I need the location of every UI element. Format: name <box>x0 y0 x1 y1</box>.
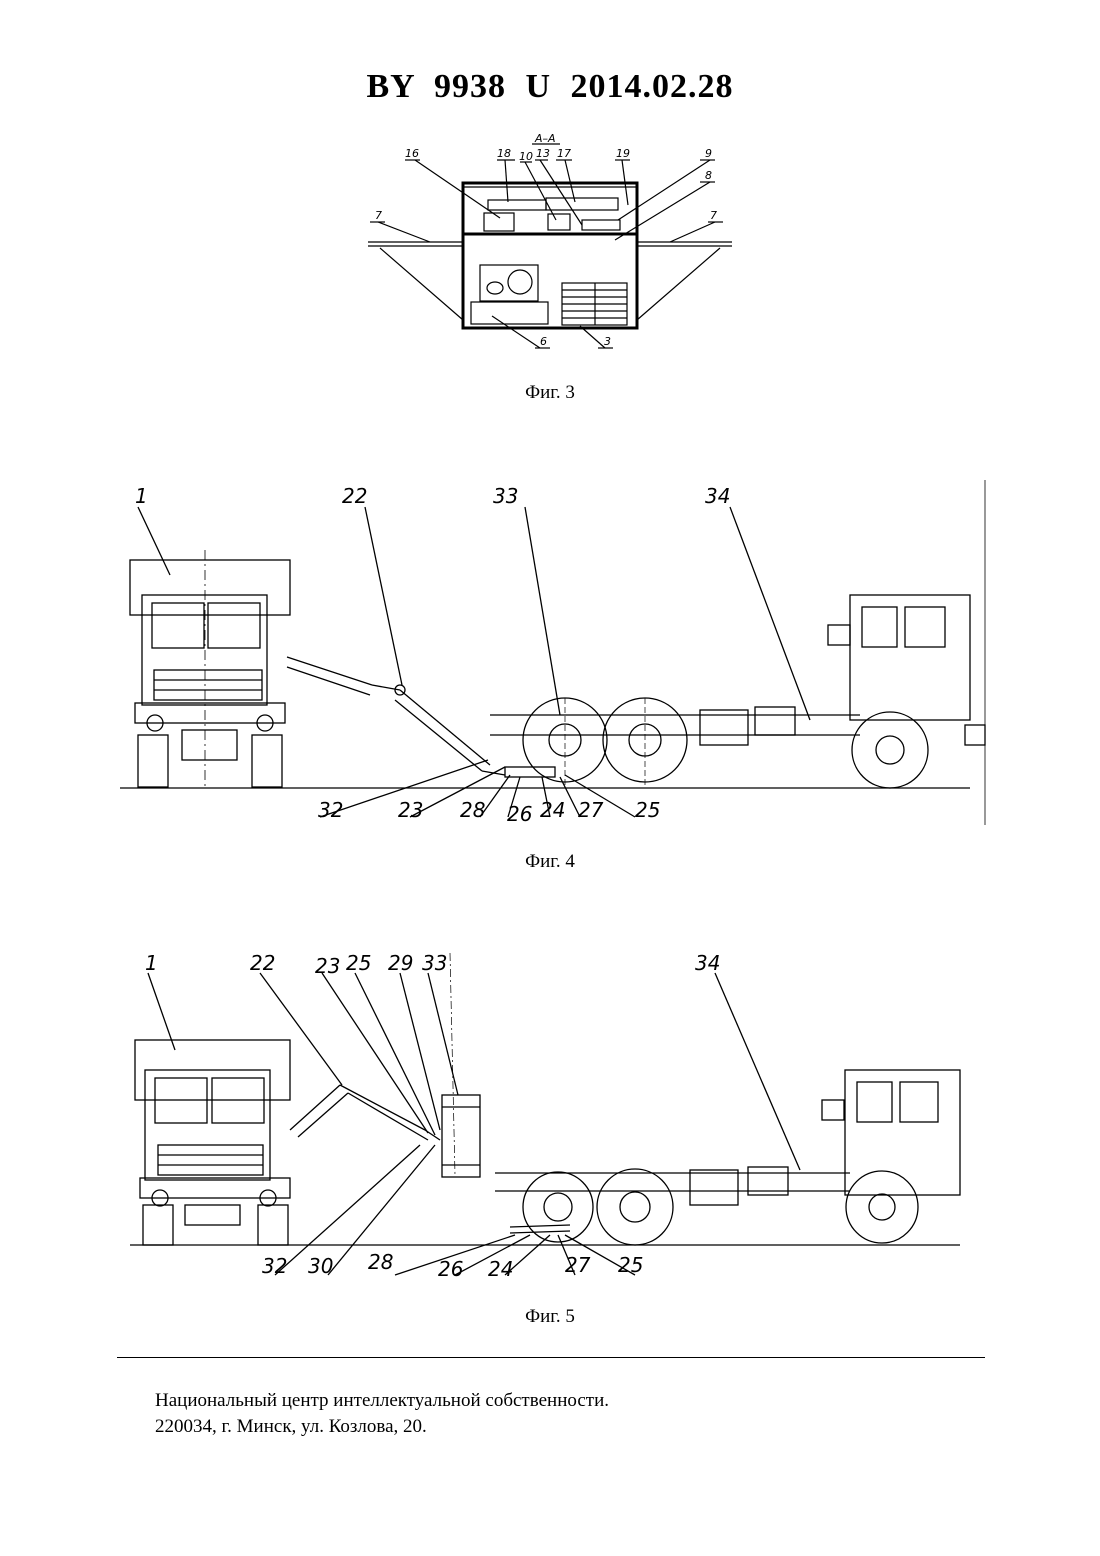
fig4-label-23: 23 <box>398 798 423 822</box>
fig3-label-8: 8 <box>705 169 712 182</box>
document-number-header: BY 9938 U 2014.02.28 <box>0 68 1100 106</box>
fig3-label-9: 9 <box>705 147 712 160</box>
figure-5-caption: Фиг. 5 <box>0 1306 1100 1328</box>
fig3-label-16: 16 <box>405 147 419 160</box>
figure-4-drawing: 1 22 33 34 32 23 28 26 24 27 25 <box>110 475 990 835</box>
figure-4-caption: Фиг. 4 <box>0 851 1100 873</box>
fig5-label-26: 26 <box>438 1257 463 1281</box>
fig5-label-28: 28 <box>368 1250 393 1274</box>
fig3-label-6: 6 <box>540 335 547 348</box>
fig4-label-28: 28 <box>460 798 485 822</box>
fig5-label-25-lower: 25 <box>618 1253 643 1277</box>
fig3-label-18: 18 <box>497 147 511 160</box>
footer-publisher: Национальный центр интеллектуальной собс… <box>155 1388 609 1440</box>
fig5-label-25: 25 <box>346 951 371 975</box>
fig5-label-33: 33 <box>422 951 447 975</box>
fig5-label-22: 22 <box>250 951 275 975</box>
fig3-label-10: 10 <box>519 150 533 163</box>
fig3-label-7-right: 7 <box>710 209 717 222</box>
fig4-label-33: 33 <box>493 484 518 508</box>
fig4-label-25: 25 <box>635 798 660 822</box>
fig4-label-27: 27 <box>578 798 604 822</box>
fig3-label-19: 19 <box>616 147 630 160</box>
figure-3-caption: Фиг. 3 <box>0 382 1100 404</box>
fig4-label-34: 34 <box>705 484 730 508</box>
fig4-label-32: 32 <box>318 798 343 822</box>
fig5-label-23: 23 <box>315 954 340 978</box>
fig3-label-13: 13 <box>536 147 550 160</box>
fig4-label-1: 1 <box>135 484 148 508</box>
fig5-label-32: 32 <box>262 1254 287 1278</box>
section-label: А–А <box>534 132 556 145</box>
fig5-label-24: 24 <box>488 1257 513 1281</box>
fig5-label-27: 27 <box>565 1253 591 1277</box>
fig5-label-30: 30 <box>308 1254 333 1278</box>
fig5-label-1: 1 <box>145 951 158 975</box>
figure-5-drawing: 1 22 23 25 29 33 34 32 30 28 26 24 27 25 <box>110 945 990 1285</box>
fig4-label-26: 26 <box>507 802 532 826</box>
footer-line-1: Национальный центр интеллектуальной собс… <box>155 1388 609 1414</box>
fig5-label-34: 34 <box>695 951 720 975</box>
footer-divider <box>117 1357 985 1358</box>
fig3-label-3: 3 <box>604 335 611 348</box>
footer-line-2: 220034, г. Минск, ул. Козлова, 20. <box>155 1414 609 1440</box>
figure-3-drawing: А–А 16 18 10 13 17 19 9 8 7 7 6 3 <box>360 130 740 360</box>
fig5-label-29: 29 <box>388 951 413 975</box>
fig3-label-17: 17 <box>557 147 571 160</box>
fig4-label-24: 24 <box>540 798 565 822</box>
fig4-label-22: 22 <box>342 484 367 508</box>
fig3-label-7-left: 7 <box>375 209 382 222</box>
